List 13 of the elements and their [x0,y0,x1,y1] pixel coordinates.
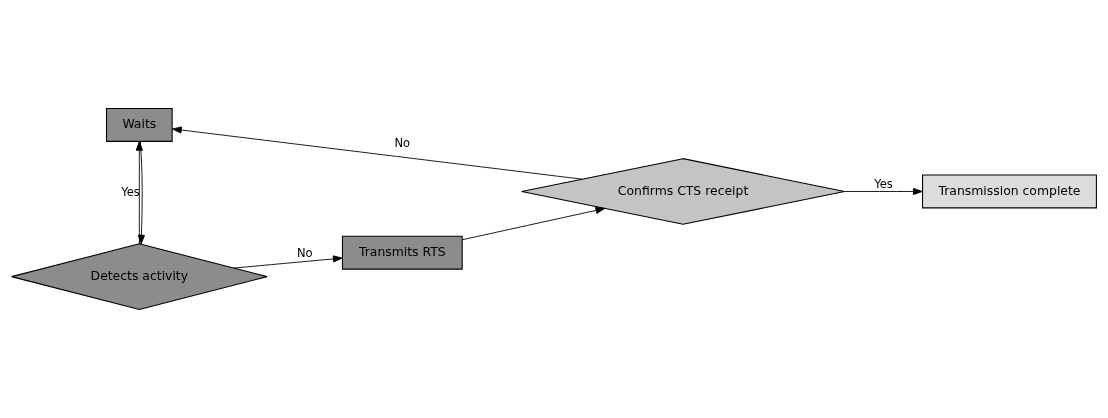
arrow [844,187,923,196]
node-diamond: Detects activity [11,243,268,310]
arrow [172,126,583,180]
arrow [461,206,606,241]
node-box: Transmits RTS [341,235,463,270]
node-diamond: Confirms CTS receipt [521,158,845,225]
edge-label: No [394,135,411,150]
edge-label: Yes [121,184,140,199]
node-box: Waits [106,108,173,142]
edge-label: No [296,246,313,261]
node-box: Transmission complete [922,174,1097,209]
arrow [233,255,343,269]
edge-label: Yes [874,177,893,192]
